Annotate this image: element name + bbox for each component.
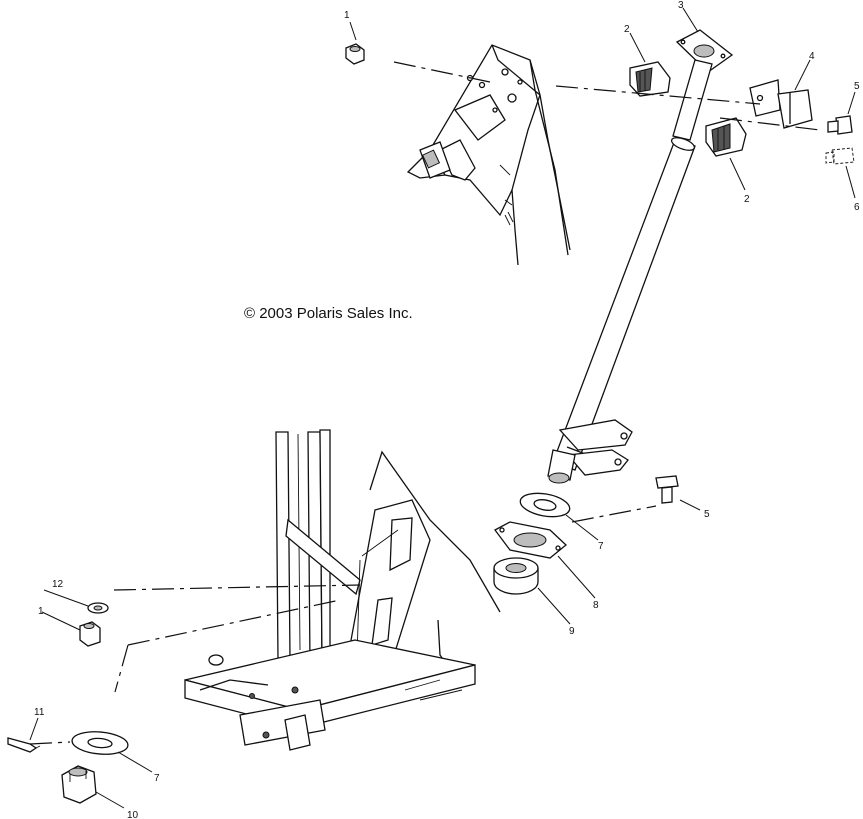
nut-upper (345, 43, 365, 65)
callout-1-left: 1 (38, 606, 44, 617)
callout-12: 12 (52, 579, 64, 590)
clamp-bracket (749, 79, 813, 129)
bushing-upper (629, 61, 671, 97)
callout-5-lower: 5 (704, 509, 710, 520)
leader-lines (29, 7, 856, 809)
cotter-pin (7, 737, 41, 753)
callout-5-upper: 5 (854, 81, 860, 92)
copyright-notice: © 2003 Polaris Sales Inc. (244, 305, 413, 322)
callout-11: 11 (34, 707, 45, 718)
lower-bushing (493, 557, 539, 595)
callout-6: 6 (854, 202, 860, 213)
washer-upper (519, 492, 571, 518)
washer-small (87, 602, 109, 614)
callout-9: 9 (569, 626, 575, 637)
callout-10: 10 (127, 810, 139, 819)
nut-lower-left (79, 621, 101, 647)
callout-2-upper: 2 (624, 24, 630, 35)
lower-frame (184, 429, 501, 751)
callout-2-lower: 2 (744, 194, 750, 205)
bushing-lower (705, 117, 747, 157)
castle-nut (61, 765, 97, 804)
flange-plate (494, 521, 567, 559)
callout-4: 4 (809, 51, 815, 62)
upper-frame-bracket (406, 44, 571, 266)
washer-lower-left (71, 731, 129, 755)
steering-post (547, 29, 734, 484)
callout-3: 3 (678, 0, 684, 11)
bolt-lower-dashed (825, 147, 855, 165)
bolt-lower-right (655, 475, 679, 504)
center-lines (29, 61, 821, 745)
callout-1-top: 1 (344, 10, 350, 21)
callout-8: 8 (593, 600, 599, 611)
callout-numbers: 1 2 3 4 5 2 6 5 7 8 9 12 1 11 7 10 (34, 0, 860, 819)
bolt-upper (827, 115, 853, 135)
callout-7-left: 7 (154, 773, 160, 784)
callout-7-right: 7 (598, 541, 604, 552)
